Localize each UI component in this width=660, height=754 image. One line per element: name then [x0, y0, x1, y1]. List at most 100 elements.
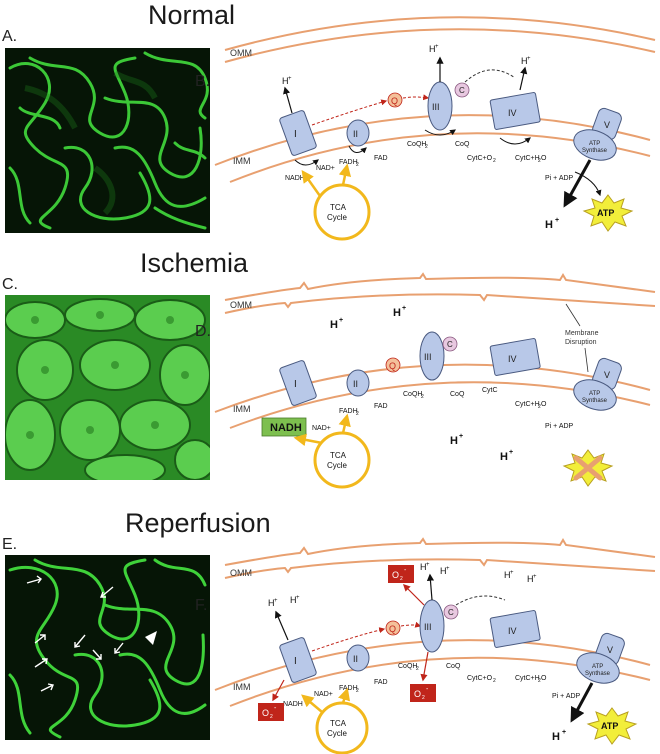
svg-text:FADH: FADH: [339, 408, 358, 415]
svg-text:Q: Q: [389, 361, 396, 371]
svg-text:II: II: [353, 379, 358, 389]
svg-text:2: 2: [421, 394, 424, 400]
complex-iv: [489, 92, 541, 130]
svg-text:CytC+H: CytC+H: [515, 401, 540, 408]
svg-text:TCA: TCA: [330, 719, 347, 728]
svg-text:H: H: [500, 451, 508, 463]
svg-text:+: +: [510, 570, 514, 576]
svg-text:O: O: [392, 570, 399, 580]
svg-text:2: 2: [356, 688, 359, 694]
svg-text:2: 2: [356, 162, 359, 168]
svg-text:III: III: [424, 622, 432, 632]
svg-text:H: H: [282, 76, 289, 86]
svg-text:+: +: [426, 562, 430, 568]
ubiquinone-q: [387, 92, 403, 108]
svg-text:OMM: OMM: [230, 568, 252, 578]
svg-text:CoQH: CoQH: [403, 391, 422, 398]
svg-text:CytC+H: CytC+H: [515, 675, 540, 682]
svg-text:C: C: [447, 340, 453, 349]
svg-text:CoQ: CoQ: [455, 141, 470, 148]
svg-text:+: +: [288, 76, 292, 82]
svg-text:I: I: [294, 129, 297, 140]
svg-text:TCA: TCA: [330, 451, 347, 460]
nadh-accumulation-box: [261, 417, 307, 437]
svg-text:FADH: FADH: [339, 685, 358, 692]
svg-text:Q: Q: [391, 96, 398, 106]
svg-text:IV: IV: [508, 354, 517, 364]
svg-text:O: O: [541, 401, 547, 408]
svg-text:CoQH: CoQH: [407, 141, 426, 148]
panel-letter-a: A.: [2, 28, 18, 45]
svg-text:I: I: [294, 379, 297, 390]
svg-text:H: H: [330, 319, 338, 331]
svg-text:NAD+: NAD+: [312, 425, 331, 432]
svg-text:CytC+H: CytC+H: [515, 155, 540, 162]
svg-text:CytC: CytC: [482, 387, 498, 394]
diagram-reperfusion: F. OMM IMM I H + H + NADH NAD+ O 2 - II …: [195, 537, 656, 754]
svg-text:H: H: [429, 44, 436, 54]
svg-text:IMM: IMM: [233, 682, 251, 692]
svg-text:2: 2: [425, 144, 428, 150]
svg-text:H: H: [450, 435, 458, 447]
arrow-markers: [26, 575, 124, 692]
superoxide-box-complex-i: [258, 703, 284, 721]
svg-text:+: +: [509, 449, 513, 456]
svg-text:H: H: [440, 566, 447, 576]
svg-text:ATP: ATP: [592, 664, 603, 670]
svg-text:-: -: [274, 705, 277, 712]
svg-text:O: O: [262, 708, 269, 718]
svg-text:NAD+: NAD+: [316, 165, 335, 172]
svg-text:Q: Q: [389, 624, 396, 634]
imm-outer: [214, 114, 651, 166]
tca-cycle: [313, 183, 371, 241]
omm-outer: [224, 16, 656, 51]
complex-ii: [346, 119, 370, 147]
superoxide-box-complex-iii-top: [388, 565, 414, 583]
svg-text:C: C: [459, 86, 465, 95]
svg-text:CytC+O: CytC+O: [467, 155, 493, 162]
svg-text:IV: IV: [508, 626, 517, 636]
svg-text:+: +: [339, 317, 343, 324]
svg-text:ATP: ATP: [597, 208, 614, 218]
svg-text:Pi + ADP: Pi + ADP: [552, 693, 581, 700]
svg-text:H: H: [268, 598, 275, 608]
svg-text:CoQ: CoQ: [450, 391, 465, 398]
svg-text:Cycle: Cycle: [327, 729, 348, 738]
omm-inner-disrupted: [224, 293, 656, 314]
diagram-normal: B. OMM IMM I H + NADH NAD+ II FADH 2 FAD…: [195, 16, 656, 241]
atp-burst: [582, 194, 634, 232]
micrograph-reperfusion: [5, 555, 210, 740]
arrowhead-marker: [145, 631, 157, 645]
svg-text:-: -: [426, 686, 429, 693]
svg-text:H: H: [420, 562, 427, 572]
svg-text:2: 2: [422, 695, 425, 701]
svg-text:V: V: [604, 120, 610, 130]
svg-text:FAD: FAD: [374, 155, 388, 162]
row-title-reperfusion: Reperfusion: [125, 508, 271, 538]
svg-text:H: H: [521, 56, 528, 66]
omm-outer-disrupted: [224, 272, 656, 301]
svg-text:Pi + ADP: Pi + ADP: [545, 423, 574, 430]
atp-burst-inhibited: [562, 449, 614, 487]
svg-text:2: 2: [493, 678, 496, 684]
svg-text:Synthase: Synthase: [582, 148, 608, 154]
complex-iii: [427, 81, 453, 131]
svg-text:C: C: [448, 608, 454, 617]
svg-text:IV: IV: [508, 108, 517, 118]
svg-text:+: +: [527, 56, 531, 62]
svg-text:+: +: [435, 44, 439, 50]
svg-text:H: H: [545, 219, 553, 231]
svg-text:ATP: ATP: [589, 141, 600, 147]
svg-text:H: H: [393, 307, 401, 319]
svg-text:ATP: ATP: [601, 721, 618, 731]
svg-text:FAD: FAD: [374, 679, 388, 686]
svg-text:2: 2: [538, 404, 541, 410]
complex-i: [279, 110, 317, 156]
cytochrome-c: [454, 82, 470, 98]
svg-text:Cycle: Cycle: [327, 213, 348, 222]
svg-text:H: H: [504, 570, 511, 580]
svg-text:NAD+: NAD+: [314, 691, 333, 698]
svg-text:O: O: [541, 155, 547, 162]
svg-text:IMM: IMM: [233, 404, 251, 414]
svg-text:Disruption: Disruption: [565, 339, 597, 346]
